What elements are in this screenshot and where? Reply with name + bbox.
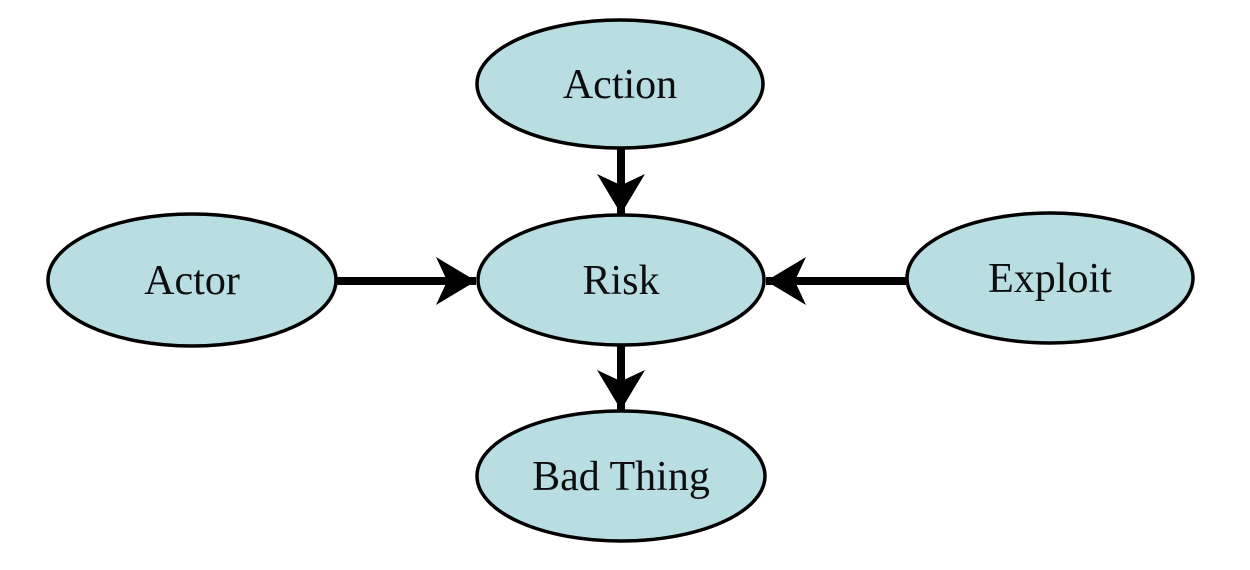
node-actor: Actor (46, 212, 338, 348)
exploit-ellipse (905, 211, 1195, 345)
exploit-label: Exploit (988, 256, 1112, 302)
actor-label: Actor (144, 258, 240, 304)
node-bad-thing: Bad Thing (475, 409, 767, 543)
risk-label: Risk (582, 258, 659, 304)
action-ellipse (475, 18, 765, 150)
node-exploit: Exploit (905, 211, 1195, 345)
bad-thing-ellipse (475, 409, 767, 543)
node-risk: Risk (476, 213, 766, 347)
action-label: Action (563, 62, 677, 108)
node-action: Action (475, 18, 765, 150)
actor-ellipse (46, 212, 338, 348)
bad-thing-label: Bad Thing (532, 454, 710, 500)
risk-ellipse (476, 213, 766, 347)
